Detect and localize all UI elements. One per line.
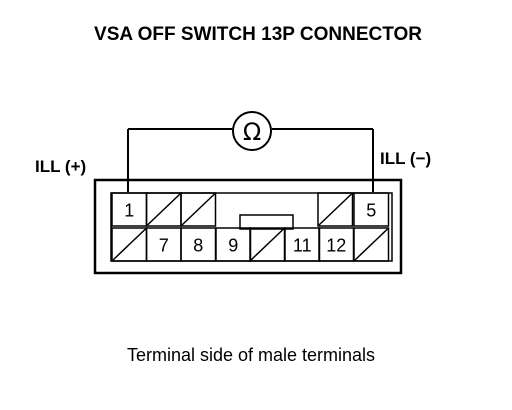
pin-number: 1	[124, 201, 134, 221]
pin-number: 5	[366, 201, 376, 221]
left-probe-label: ILL (+)	[35, 157, 86, 176]
ohmmeter-icon	[232, 111, 272, 151]
pin-number: 11	[293, 236, 312, 256]
right-probe-label: ILL (−)	[380, 149, 431, 168]
diagram-title: VSA OFF SWITCH 13P CONNECTOR	[94, 24, 422, 45]
blank-cavity-slash	[250, 228, 285, 261]
blank-cavity	[111, 227, 148, 262]
blank-cavity-slash	[318, 193, 353, 226]
blank-cavity	[317, 192, 354, 227]
terminal-cavity: 5	[353, 192, 390, 227]
pin-number: 12	[326, 236, 346, 256]
blank-cavity	[180, 192, 217, 227]
blank-cavity-slash	[181, 193, 216, 226]
terminal-cavity: 12	[318, 227, 355, 262]
ohmmeter: Ω	[232, 111, 272, 151]
pin-number: 8	[193, 236, 203, 256]
terminal-cavity: 9	[215, 227, 252, 262]
pin-number: 7	[159, 236, 169, 256]
blank-cavity	[249, 227, 286, 262]
blank-cavity	[353, 227, 390, 262]
terminal-cavity: 8	[180, 227, 217, 262]
blank-cavity-slash	[112, 228, 147, 261]
connector-pins: 1 5 7 8 9 11 12	[111, 192, 390, 262]
blank-cavity-slash	[146, 193, 181, 226]
terminal-cavity: 7	[145, 227, 182, 262]
blank-cavity-slash	[354, 228, 389, 261]
pin-number: 9	[228, 236, 238, 256]
probe-wires	[127, 128, 374, 192]
terminal-cavity: 11	[284, 227, 321, 262]
terminal-cavity: 1	[111, 192, 148, 227]
ohm-symbol: Ω	[243, 118, 261, 146]
blank-cavity	[145, 192, 182, 227]
connector-lock-tab	[239, 214, 294, 230]
diagram-caption: Terminal side of male terminals	[127, 345, 375, 365]
